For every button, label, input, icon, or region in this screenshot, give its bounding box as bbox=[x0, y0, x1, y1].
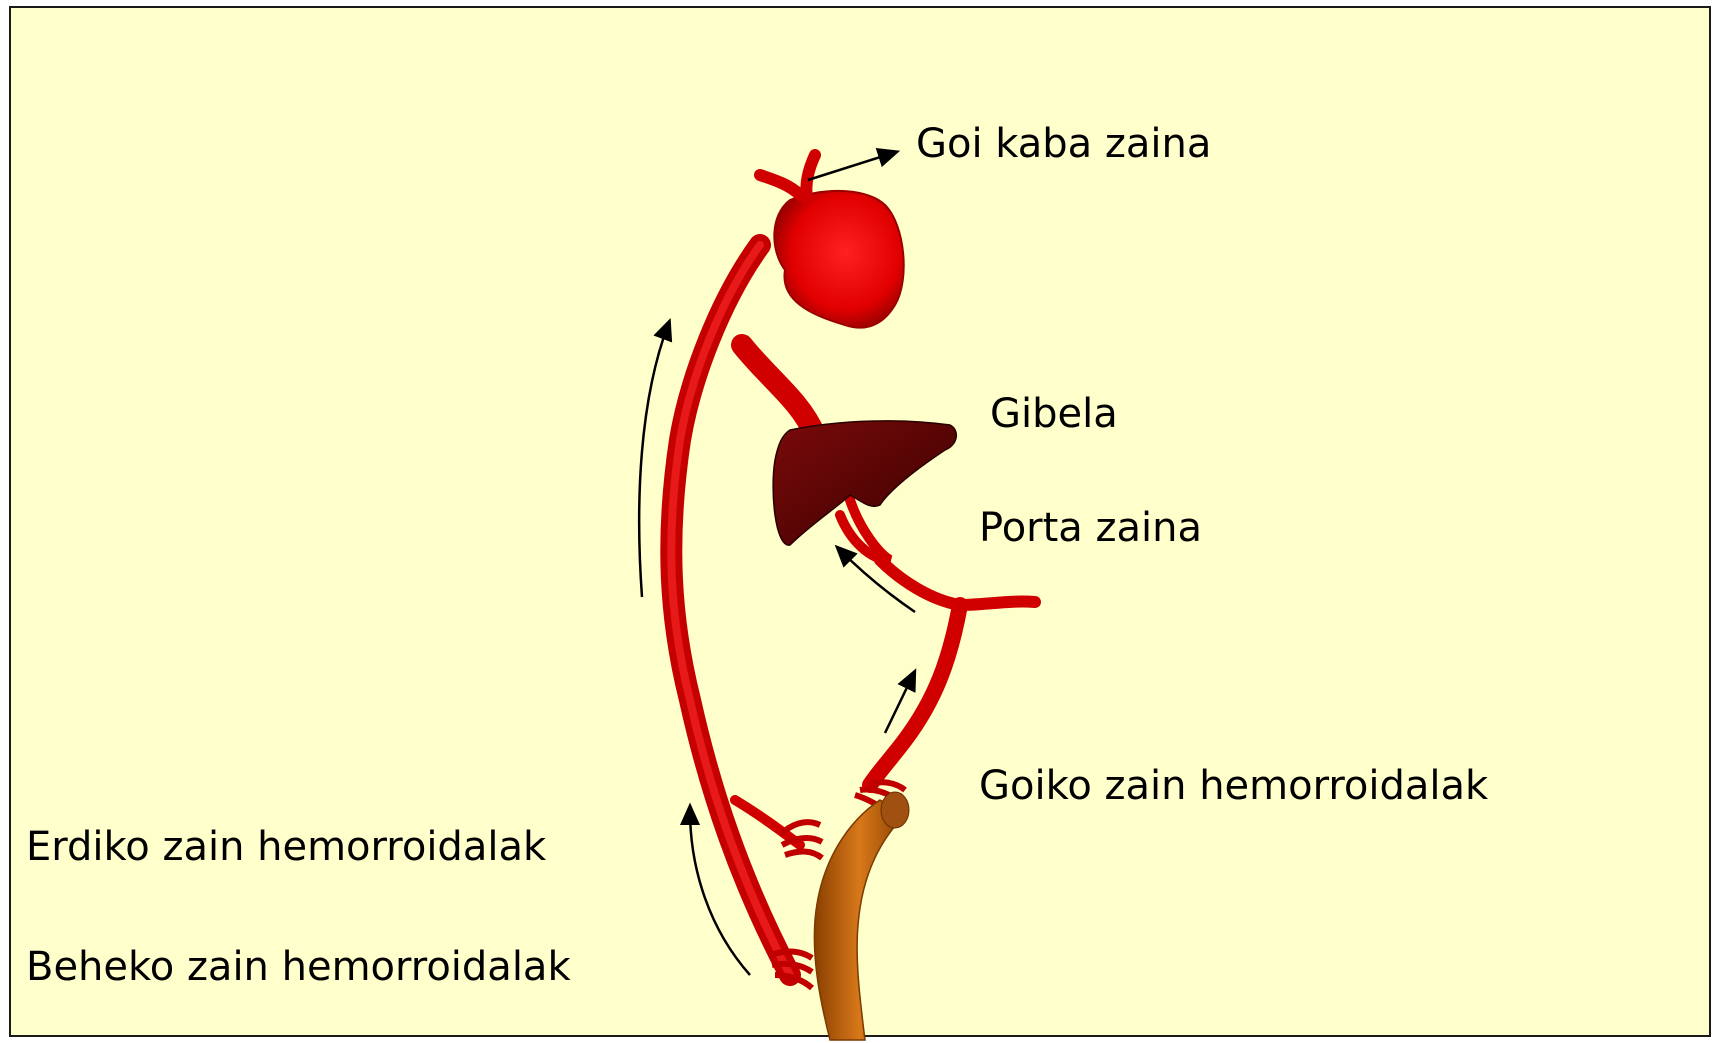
label-middle-hemorrhoidal-veins: Erdiko zain hemorroidalak bbox=[26, 827, 546, 867]
rectum bbox=[814, 800, 905, 1040]
label-inferior-hemorrhoidal-veins: Beheko zain hemorroidalak bbox=[26, 947, 571, 987]
label-superior-vena-cava: Goi kaba zaina bbox=[916, 124, 1211, 164]
superior-vena-cava-branch bbox=[760, 175, 800, 195]
superior-mesenteric-vein bbox=[870, 605, 960, 785]
hepatic-vein bbox=[742, 345, 815, 435]
label-superior-hemorrhoidal-veins: Goiko zain hemorroidalak bbox=[979, 766, 1488, 806]
heart bbox=[774, 191, 903, 328]
label-portal-vein: Porta zaina bbox=[979, 508, 1202, 548]
svc-arrow bbox=[808, 153, 893, 180]
portal-vein-vessel bbox=[840, 500, 890, 560]
caval-vein bbox=[671, 245, 790, 975]
middle-hemorrhoidal-plexus bbox=[735, 800, 822, 858]
label-liver: Gibela bbox=[990, 394, 1118, 434]
